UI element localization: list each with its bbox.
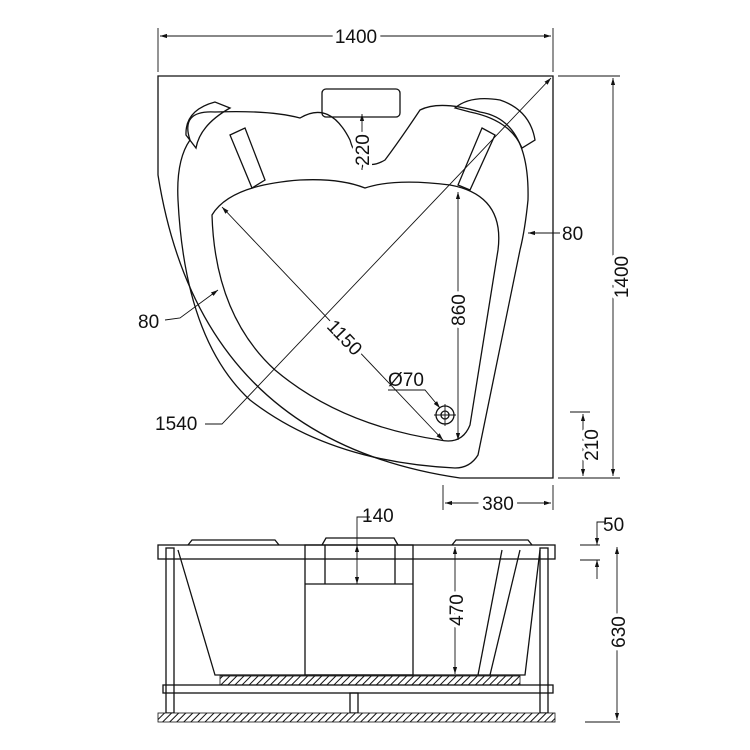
depth-dimension: 1400 [612, 256, 633, 298]
headrest-height-dimension: 140 [362, 506, 394, 527]
headrest-right [453, 97, 536, 149]
drain-offset-dimension: 210 [582, 429, 603, 461]
base-hatch [219, 675, 521, 686]
leg-right [539, 547, 549, 714]
headrest-center-side [321, 537, 399, 546]
drain-dimension: Ø70 [388, 370, 424, 391]
rim [157, 544, 556, 560]
frame-rail [162, 684, 554, 694]
headrest-left [185, 101, 232, 150]
leg-middle [349, 692, 359, 714]
front-width-dimension: 380 [482, 494, 514, 515]
headrest-dimension: 220 [353, 134, 374, 166]
rim-thickness-dimension: 50 [603, 515, 624, 536]
top-view: 1400 1400 220 80 80 860 1150 Ø70 1540 21… [138, 23, 637, 519]
tub-body [177, 549, 541, 676]
armrest-left [229, 127, 266, 189]
inner-depth-dimension: 860 [449, 294, 470, 326]
diagonal-dimension: 1540 [155, 414, 197, 435]
armrest-right [457, 127, 496, 191]
inner-diagonal-dimension: 1150 [322, 316, 365, 360]
headrest-left-side [187, 539, 280, 546]
headrest-center [321, 88, 401, 118]
rim-right-dimension: 80 [562, 224, 583, 245]
floor-hatch [157, 712, 556, 723]
inner-height-dimension: 470 [447, 594, 468, 626]
total-height-dimension: 630 [609, 616, 630, 648]
front-panel [304, 544, 414, 676]
rim-left-dimension: 80 [138, 312, 159, 333]
leg-left [165, 547, 175, 714]
width-dimension: 1400 [335, 27, 377, 48]
side-view: 140 50 470 630 [157, 506, 634, 723]
headrest-right-side [451, 539, 533, 546]
